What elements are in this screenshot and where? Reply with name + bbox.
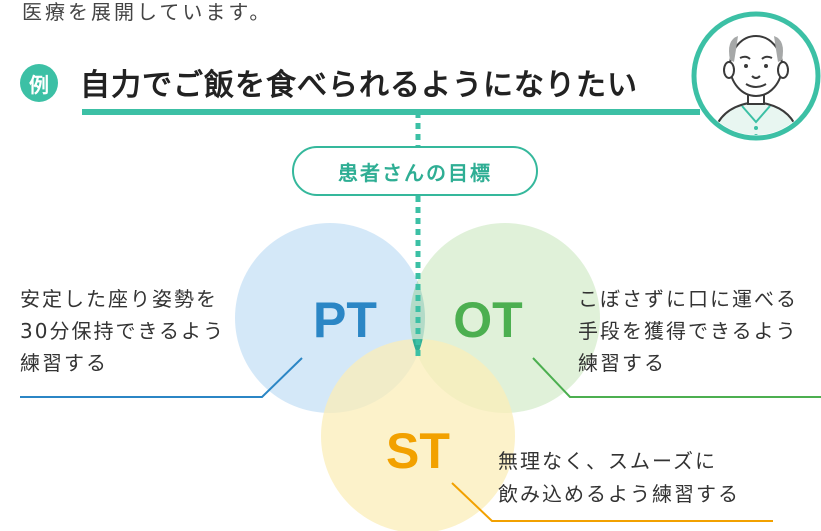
- pt-description-line: 30分保持できるよう: [20, 319, 226, 343]
- elderly-patient-icon: [691, 11, 821, 141]
- pt-label: PT: [313, 292, 377, 348]
- ot-description: こぼさずに口に運べる 手段を獲得できるよう 練習する: [578, 283, 798, 379]
- st-label: ST: [386, 423, 450, 479]
- st-description-line: 無理なく、スムーズに: [498, 449, 717, 473]
- ot-callout-line: [532, 357, 821, 398]
- ot-label: OT: [453, 292, 522, 348]
- pt-description: 安定した座り姿勢を 30分保持できるよう 練習する: [20, 283, 225, 379]
- pt-description-line: 安定した座り姿勢を: [20, 287, 218, 311]
- example-badge: 例: [20, 64, 58, 102]
- st-circle: [321, 339, 515, 531]
- ot-description-line: こぼさずに口に運べる: [578, 287, 798, 311]
- intro-text: 医療を展開しています。: [22, 0, 273, 24]
- st-description-line: 飲み込めるよう練習する: [498, 482, 740, 506]
- ot-description-line: 手段を獲得できるよう: [578, 319, 798, 343]
- st-callout-line: [451, 482, 773, 522]
- headline: 自力でご飯を食べられるようになりたい: [80, 68, 638, 103]
- pt-description-line: 練習する: [20, 351, 108, 375]
- st-description: 無理なく、スムーズに 飲み込めるよう練習する: [498, 445, 740, 511]
- patient-goal-pill: 患者さんの目標: [292, 146, 538, 196]
- ot-description-line: 練習する: [578, 351, 666, 375]
- pt-callout-line: [20, 357, 303, 398]
